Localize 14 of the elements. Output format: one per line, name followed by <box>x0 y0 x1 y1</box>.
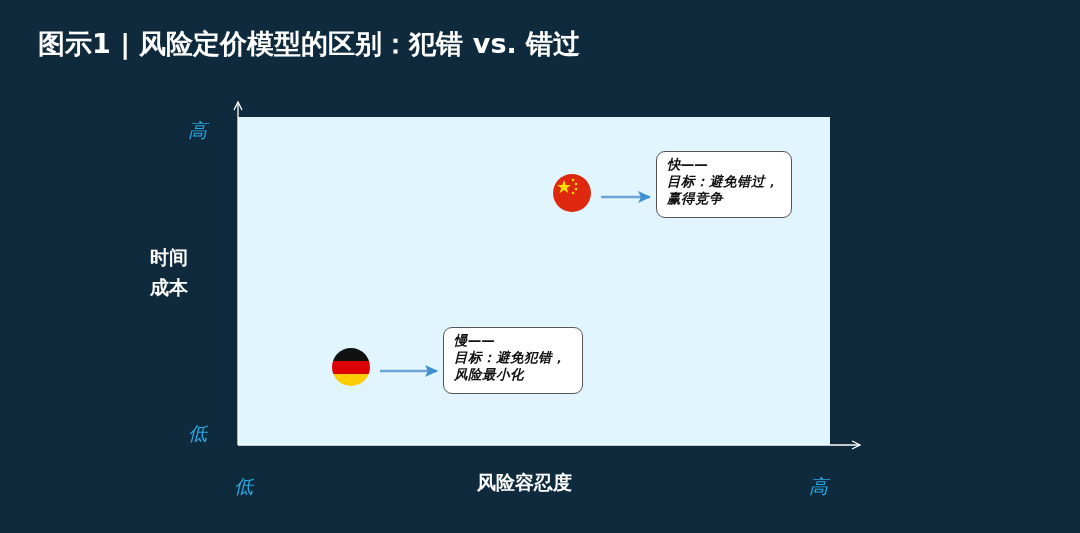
box-text: 目标：避免犯错，风险最小化 <box>454 349 567 383</box>
title: 图示1 | 风险定价模型的区别：犯错 vs. 错过 <box>38 27 581 62</box>
box-heading: 慢—— <box>454 332 496 349</box>
text-box <box>656 151 792 218</box>
axis-title: 时间成本 <box>150 245 189 300</box>
text-box <box>443 327 583 394</box>
box-heading: 快—— <box>667 156 709 173</box>
arrow <box>601 191 651 203</box>
axis-title: 风险容忍度 <box>477 470 572 495</box>
axis-label: 低 <box>188 421 207 446</box>
axis-label: 低 <box>234 474 253 499</box>
flag-drawing <box>332 348 370 386</box>
box-text: 目标：避免错过，赢得竞争 <box>667 173 780 207</box>
arrow <box>380 365 438 377</box>
